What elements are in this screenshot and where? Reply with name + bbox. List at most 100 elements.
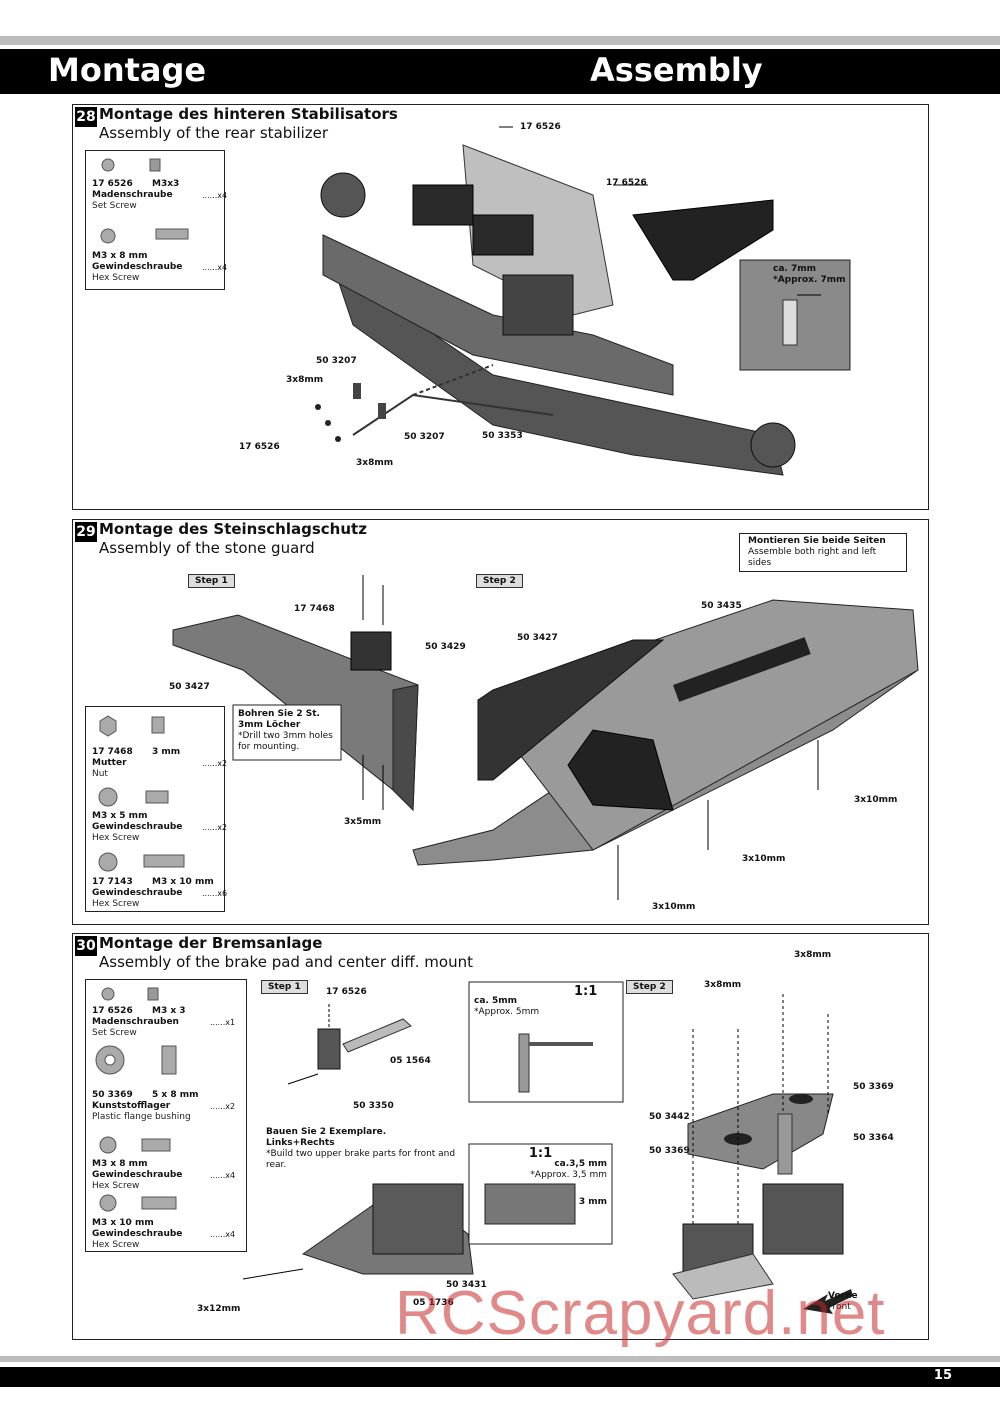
callout: 3x12mm [197, 1304, 241, 1314]
part-name-en: Set Screw [92, 201, 137, 211]
callout: 3x10mm [854, 795, 898, 805]
part-size: M3 x 5 mm [92, 811, 148, 821]
detail-2-scale: 1:1 [528, 1146, 553, 1161]
detail-en: *Approx. 7mm [773, 275, 846, 285]
section-title-en: Assembly of the stone guard [99, 539, 315, 557]
page-footer: 15 [0, 1367, 1000, 1387]
bushing-icon [95, 987, 177, 1212]
callout: 3x5mm [344, 817, 382, 827]
note-en: Assemble both right and left sides [748, 547, 877, 568]
part-name-en: Hex Screw [92, 899, 140, 909]
nut-icon [98, 715, 185, 872]
callout: 05 1736 [413, 1298, 454, 1308]
build-en: *Build two upper brake parts for front a… [266, 1149, 456, 1170]
page-number: 15 [933, 1368, 952, 1383]
step-1-badge: Step 1 [261, 980, 308, 994]
part-size: M3 x 3 [152, 1006, 186, 1016]
part-hex-screw-10: M3 x 10 mm Gewindeschraube ......x4 Hex … [92, 1218, 242, 1251]
part-qty: ......x4 [210, 1171, 236, 1180]
rear-stabilizer-drawing [315, 126, 851, 476]
part-qty: ......x4 [202, 191, 228, 200]
callout: 3x8mm [356, 458, 394, 468]
step-1-badge: Step 1 [188, 574, 235, 588]
brake-assembly-drawing [242, 981, 853, 1314]
part-code: 17 6526 [92, 1006, 133, 1016]
part-qty: ......x4 [210, 1230, 236, 1239]
part-size: 3 mm [152, 747, 181, 757]
detail-1-en: *Approx. 5mm [474, 1007, 540, 1017]
part-name-de: Madenschraube [92, 190, 173, 200]
detail-note: ca. 7mm *Approx. 7mm [773, 264, 846, 286]
part-flange-bushing: 50 3369 5 x 8 mm Kunststofflager ......x… [92, 1090, 242, 1123]
part-name-en: Hex Screw [92, 833, 140, 843]
section-28: 28 Montage des hinteren Stabilisators As… [72, 104, 929, 510]
callout: 3x8mm [286, 375, 324, 385]
build-note: Bauen Sie 2 Exemplare. Links+Rechts *Bui… [266, 1127, 456, 1171]
part-nut: 17 7468 3 mm Mutter ......x2 Nut [92, 747, 242, 780]
part-name-de: Gewindeschraube [92, 1170, 183, 1180]
part-name-en: Hex Screw [92, 1181, 140, 1191]
front-label: Vorne Front [828, 1291, 858, 1313]
part-name-de: Gewindeschraube [92, 1229, 183, 1239]
page-header: Montage Assembly [0, 49, 1000, 94]
section-number: 30 [75, 936, 97, 956]
callout: 17 6526 [606, 178, 647, 188]
part-code: 17 6526 [92, 179, 133, 189]
part-name-de: Mutter [92, 758, 127, 768]
callout: 17 6526 [520, 122, 561, 132]
callout: 3x10mm [652, 902, 696, 912]
watermark: RCScrapyard.net [395, 1279, 886, 1348]
parts-list-29: 17 7468 3 mm Mutter ......x2 Nut M3 x 5 … [85, 706, 227, 912]
section-number: 28 [75, 107, 97, 127]
parts-list-28: 17 6526 M3x3 Madenschraube ......x4 Set … [85, 150, 228, 290]
front-de: Vorne [828, 1291, 858, 1301]
part-hex-screw-5: M3 x 5 mm Gewindeschraube ......x2 Hex S… [92, 811, 242, 844]
callout: 50 3435 [701, 601, 742, 611]
set-screw-icon [100, 158, 189, 244]
header-title-en: Assembly [590, 51, 763, 89]
callout: 05 1564 [390, 1056, 431, 1066]
part-name-de: Kunststofflager [92, 1101, 171, 1111]
note-de: Montieren Sie beide Seiten [748, 536, 886, 546]
step-2-badge: Step 2 [476, 574, 523, 588]
part-size: M3 x 8 mm [92, 251, 148, 261]
part-name-de: Gewindeschraube [92, 262, 183, 272]
section-30: 30 Montage der Bremsanlage Assembly of t… [72, 933, 929, 1340]
callout: 50 3369 [853, 1082, 894, 1092]
section-title-de: Montage der Bremsanlage [99, 934, 323, 952]
callout: 50 3427 [517, 633, 558, 643]
drill-note: Bohren Sie 2 St. 3mm Löcher *Drill two 3… [238, 709, 338, 753]
callout: 50 3350 [353, 1101, 394, 1111]
callout: 50 3427 [169, 682, 210, 692]
part-hex-screw-8: M3 x 8 mm Gewindeschraube ......x4 Hex S… [92, 1159, 242, 1192]
detail-2: 1:1 ca.3,5 mm *Approx. 3,5 mm 3 mm [474, 1146, 607, 1208]
detail-2-de: ca.3,5 mm [554, 1159, 607, 1169]
detail-1: 1:1 ca. 5mm *Approx. 5mm [474, 985, 619, 1018]
callout: 3x8mm [704, 980, 742, 990]
section-title-en: Assembly of the brake pad and center dif… [99, 953, 473, 971]
callout: 50 3353 [482, 431, 523, 441]
part-name-en: Set Screw [92, 1028, 137, 1038]
part-code: 17 7468 [92, 747, 133, 757]
detail-de: ca. 7mm [773, 264, 816, 274]
part-qty: ......x4 [202, 263, 228, 272]
part-size: 5 x 8 mm [152, 1090, 199, 1100]
callout: 50 3207 [404, 432, 445, 442]
part-set-screw: 17 6526 M3 x 3 Madenschrauben ......x1 S… [92, 1006, 242, 1039]
part-size: M3 x 10 mm [152, 877, 214, 887]
note-both-sides: Montieren Sie beide Seiten Assemble both… [739, 533, 907, 572]
part-qty: ......x2 [202, 823, 228, 832]
section-number: 29 [75, 522, 97, 542]
part-qty: ......x1 [210, 1018, 236, 1027]
part-hex-screw: M3 x 8 mm Gewindeschraube ......x4 Hex S… [92, 251, 242, 284]
part-qty: ......x2 [210, 1102, 236, 1111]
section-title-en: Assembly of the rear stabilizer [99, 124, 329, 142]
part-name-de: Gewindeschraube [92, 822, 183, 832]
callout: 50 3369 [649, 1146, 690, 1156]
bottom-stripe [0, 1356, 1000, 1362]
callout: 17 6526 [239, 442, 280, 452]
drill-de: Bohren Sie 2 St. 3mm Löcher [238, 709, 320, 730]
section-title-de: Montage des Steinschlagschutz [99, 520, 367, 538]
part-name-en: Nut [92, 769, 108, 779]
callout: 50 3364 [853, 1133, 894, 1143]
